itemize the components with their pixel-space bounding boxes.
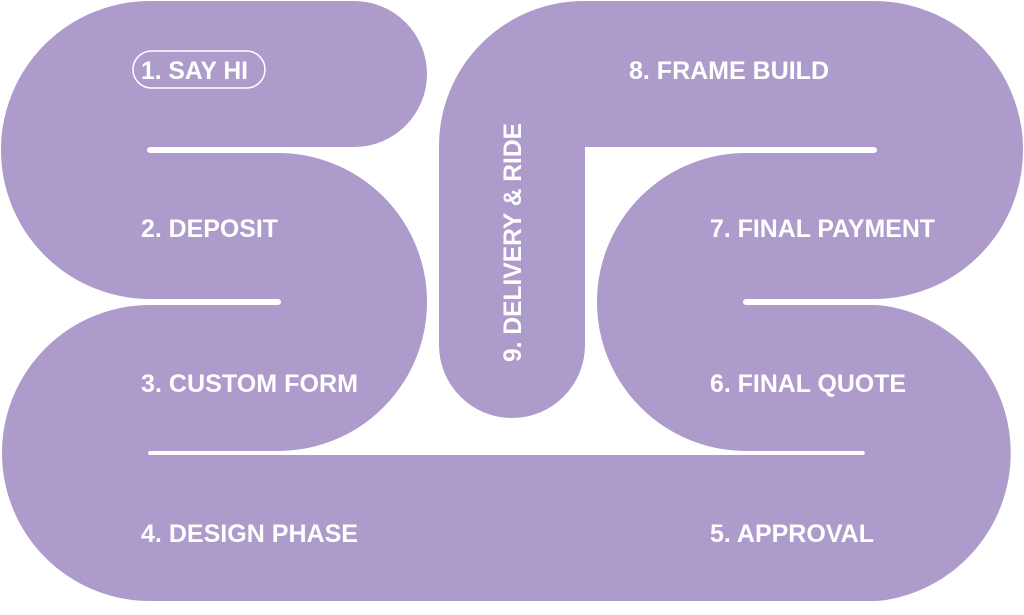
step-3-label: 3. CUSTOM FORM [141, 370, 358, 398]
step-4-label: 4. DESIGN PHASE [141, 520, 358, 548]
step-8-label: 8. FRAME BUILD [629, 57, 829, 85]
step-5-label: 5. APPROVAL [710, 520, 874, 548]
current-step-highlight [132, 50, 266, 89]
step-9-label: 9. DELIVERY & RIDE [499, 123, 527, 362]
serpentine-path [1, 1, 1023, 601]
step-1-label: 1. SAY HI [141, 57, 248, 85]
step-6-label: 6. FINAL QUOTE [710, 370, 906, 398]
step-2-label: 2. DEPOSIT [141, 215, 278, 243]
step-7-label: 7. FINAL PAYMENT [710, 215, 935, 243]
